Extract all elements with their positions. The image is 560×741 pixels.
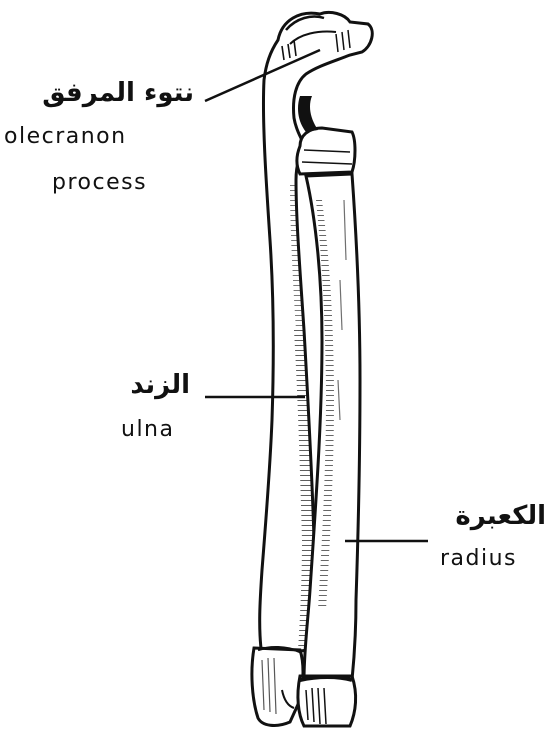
olecranon-english-label-line2: process [52,172,147,194]
olecranon-arabic-label: نتوء المرفق [42,80,194,106]
ulna-english-label: ulna [121,419,174,441]
radius-english-label: radius [440,548,517,570]
ulna-arabic-label: الزند [130,372,190,398]
olecranon-english-label-line1: olecranon [4,126,127,148]
radius-arabic-label: الكعبرة [455,503,546,529]
